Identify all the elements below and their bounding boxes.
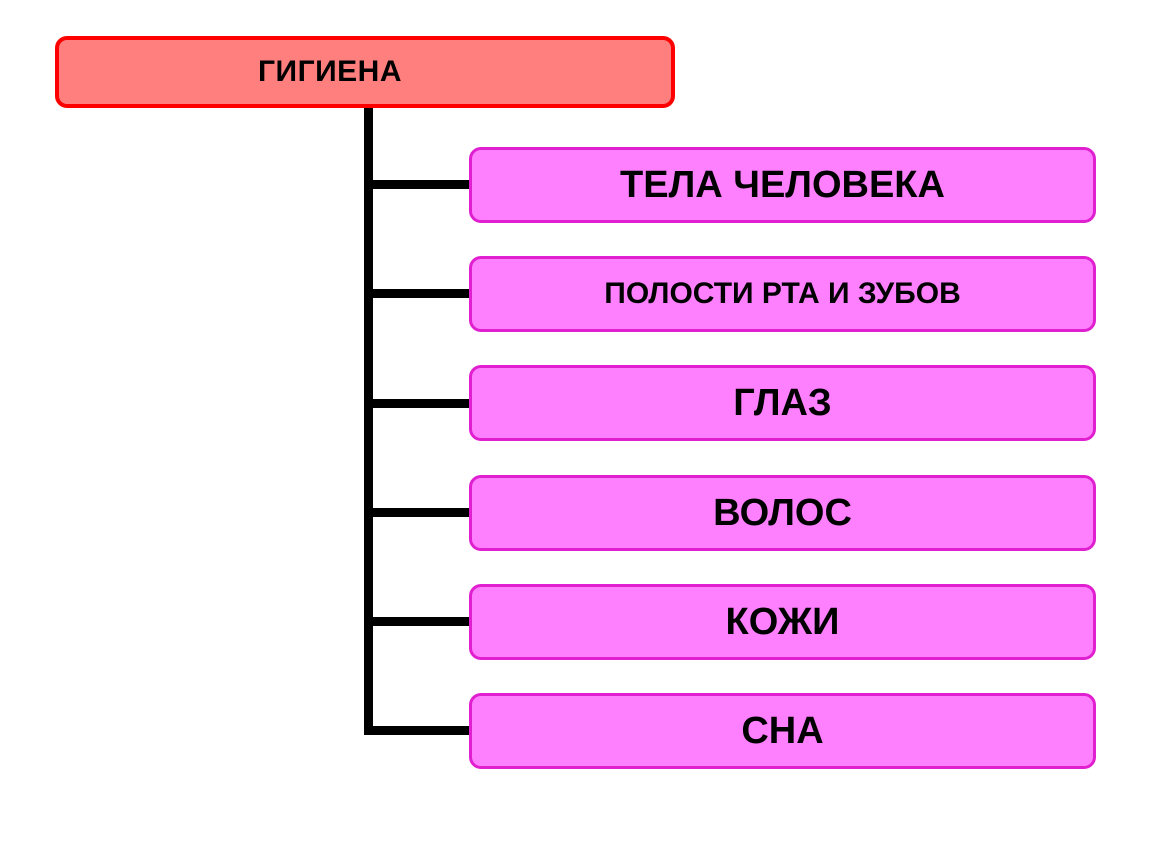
connector-branch (364, 726, 472, 735)
child-node-label: ТЕЛА ЧЕЛОВЕКА (620, 163, 945, 206)
connector-branch (364, 508, 472, 517)
root-node-label: ГИГИЕНА (258, 55, 402, 88)
child-node-label: ПОЛОСТИ РТА И ЗУБОВ (604, 277, 961, 310)
child-node-label: СНА (741, 709, 824, 752)
connector-trunk (364, 108, 373, 735)
child-node-label: ВОЛОС (713, 491, 852, 534)
child-node-label: ГЛАЗ (733, 381, 832, 424)
child-node-body: ТЕЛА ЧЕЛОВЕКА (469, 147, 1096, 223)
connector-branch (364, 180, 472, 189)
connector-branch (364, 289, 472, 298)
child-node-hair: ВОЛОС (469, 475, 1096, 551)
connector-branch (364, 399, 472, 408)
root-node: ГИГИЕНА (55, 36, 675, 108)
connector-branch (364, 617, 472, 626)
child-node-skin: КОЖИ (469, 584, 1096, 660)
child-node-mouth-teeth: ПОЛОСТИ РТА И ЗУБОВ (469, 256, 1096, 332)
child-node-sleep: СНА (469, 693, 1096, 769)
child-node-label: КОЖИ (725, 600, 840, 643)
child-node-eyes: ГЛАЗ (469, 365, 1096, 441)
